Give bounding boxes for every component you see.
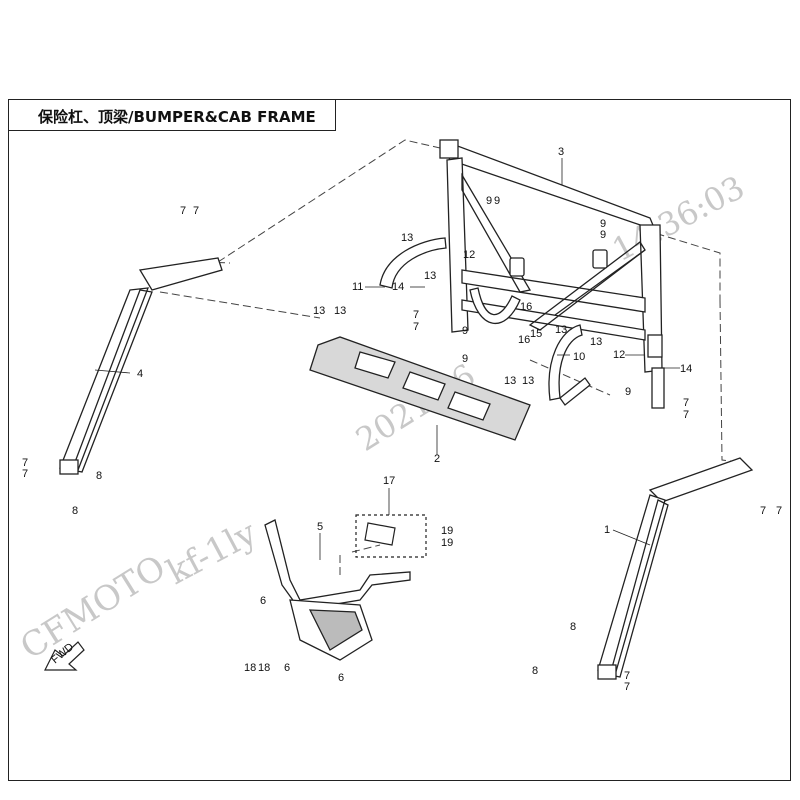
grab-handle-right	[548, 324, 591, 406]
front-bumper	[264, 519, 411, 661]
callout: 1	[604, 524, 610, 536]
callout: 9	[486, 195, 492, 207]
grab-handle-left	[379, 237, 521, 325]
callout: 7	[413, 309, 419, 321]
title-box	[8, 99, 336, 131]
callout: 7	[22, 457, 28, 469]
callout: 9	[600, 229, 606, 241]
callout: 2	[434, 453, 440, 465]
front-panel	[309, 336, 531, 441]
diagram-border	[8, 99, 791, 781]
callout: 18	[258, 662, 270, 674]
callout: 19	[441, 525, 453, 537]
callout: 8	[96, 470, 102, 482]
callout: 14	[392, 281, 404, 293]
callout: 13	[334, 305, 346, 317]
right-front-pillar	[597, 457, 754, 680]
callout: 3	[558, 146, 564, 158]
callout: 14	[680, 363, 692, 375]
callout: 6	[338, 672, 344, 684]
callout: 5	[317, 521, 323, 533]
callout: 10	[573, 351, 585, 363]
callout: 13	[590, 336, 602, 348]
callout: 7	[624, 670, 630, 682]
callout: 12	[613, 349, 625, 361]
callout: 6	[260, 595, 266, 607]
frame-tab	[592, 249, 608, 269]
callout: 9	[462, 353, 468, 365]
callout: 12	[463, 249, 475, 261]
leader-lines	[94, 158, 680, 560]
callout: 11	[352, 281, 363, 293]
callout: 16	[518, 334, 530, 346]
callout: 13	[522, 375, 534, 387]
callout: 16	[520, 301, 532, 313]
callout: 7	[776, 505, 782, 517]
frame-tab	[509, 257, 525, 277]
callout: 19	[441, 537, 453, 549]
callout: 15	[530, 328, 542, 340]
callout: 7	[193, 205, 199, 217]
callout: 13	[555, 324, 567, 336]
callout: 9	[494, 195, 500, 207]
left-front-pillar	[59, 257, 223, 475]
frame-bracket	[647, 334, 663, 358]
callout: 17	[383, 475, 395, 487]
callout: 4	[137, 368, 143, 380]
callout: 13	[424, 270, 436, 282]
callout: 7	[413, 321, 419, 333]
callout: 8	[72, 505, 78, 517]
page-title: 保险杠、顶梁/BUMPER&CAB FRAME	[38, 108, 316, 126]
callout: 9	[625, 386, 631, 398]
callout: 6	[284, 662, 290, 674]
callout: 7	[683, 409, 689, 421]
callout: 8	[532, 665, 538, 677]
callout-labels: 1 2 3 4 5 6 6 6 7 7 7 7 7 7 7 7 7 7 7 7 …	[22, 146, 782, 693]
callout: 8	[570, 621, 576, 633]
frame-bracket	[439, 139, 459, 159]
callout: 18	[244, 662, 256, 674]
watermark-brand: CFMOTO	[14, 547, 173, 667]
frame-leg	[651, 367, 665, 409]
mount-bracket	[355, 514, 427, 558]
callout: 7	[683, 397, 689, 409]
callout: 7	[22, 468, 28, 480]
watermark-user: kf-1ly	[160, 513, 264, 593]
callout: 9	[462, 325, 468, 337]
callout: 7	[624, 681, 630, 693]
callout: 7	[760, 505, 766, 517]
callout: 13	[313, 305, 325, 317]
callout: 7	[180, 205, 186, 217]
callout: 13	[401, 232, 413, 244]
callout: 13	[504, 375, 516, 387]
callout: 9	[600, 218, 606, 230]
